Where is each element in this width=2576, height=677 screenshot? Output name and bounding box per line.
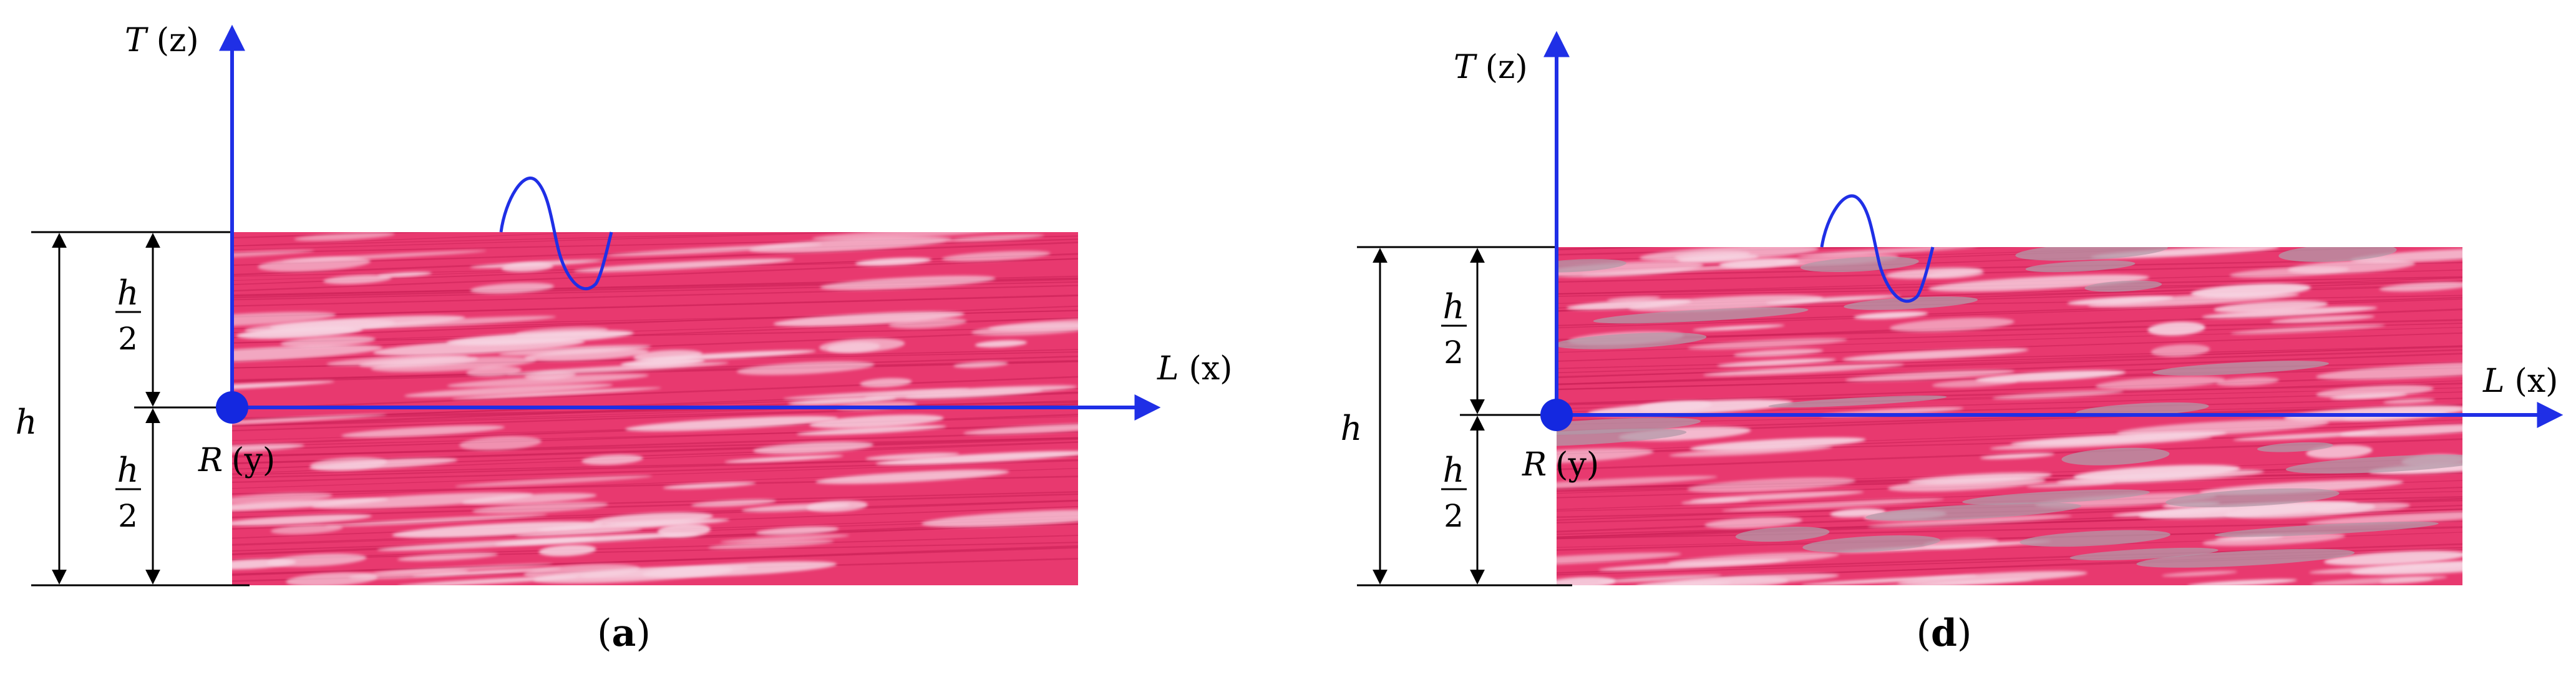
origin-dot-d: [1540, 399, 1573, 431]
half-bottom-denominator-a: 2: [118, 498, 138, 534]
horizontal-axis-name-a: L: [1157, 350, 1179, 387]
dim-total-label-d: h: [1341, 409, 1363, 448]
wave-d: [1820, 194, 1935, 303]
dim-total-label-a: h: [16, 402, 37, 442]
tissue-image-a: [232, 232, 1078, 585]
out-of-plane-name-a: R: [198, 442, 223, 479]
half-top-numerator-d: h: [1443, 287, 1465, 326]
panel-d: h h 2 h 2 T(z) L (x) R(y) (d): [1341, 31, 2564, 655]
half-fraction-top-a: h 2: [115, 273, 141, 357]
origin-dot-a: [216, 391, 248, 424]
vertical-axis-name-d: T: [1454, 49, 1477, 86]
vertical-axis-name-a: T: [125, 22, 148, 59]
vertical-axis-label-d: T(z): [1454, 49, 1528, 86]
caption-d: (d): [1917, 611, 1972, 655]
half-bottom-denominator-d: 2: [1444, 498, 1464, 534]
dimension-lines-a: [31, 231, 250, 587]
vertical-axis-coord-d: (z): [1485, 49, 1528, 86]
half-bottom-numerator-d: h: [1443, 451, 1465, 490]
horizontal-axis-coord-d: (x): [2515, 363, 2559, 400]
vertical-axis-label-a: T(z): [125, 22, 199, 59]
half-fraction-bottom-a: h 2: [115, 451, 141, 534]
out-of-plane-coord-d: (y): [1555, 446, 1599, 484]
out-of-plane-label-a: R(y): [198, 442, 275, 479]
horizontal-axis-coord-a: (x): [1189, 350, 1233, 387]
wave-a: [499, 177, 613, 291]
half-top-denominator-d: 2: [1444, 334, 1464, 371]
tissue-image-d: [1557, 247, 2462, 585]
half-top-denominator-a: 2: [118, 321, 138, 357]
out-of-plane-name-d: R: [1522, 446, 1547, 484]
half-fraction-bottom-d: h 2: [1441, 451, 1467, 534]
panel-a: h h 2 h 2 T(z) L (x) R(y) (a): [16, 22, 1233, 655]
caption-a: (a): [597, 611, 651, 655]
vertical-axis-coord-a: (z): [157, 22, 199, 59]
horizontal-axis-name-d: L: [2482, 363, 2505, 400]
half-fraction-top-d: h 2: [1441, 287, 1467, 371]
horizontal-axis-label-d: L (x): [2482, 363, 2558, 400]
half-bottom-numerator-a: h: [117, 451, 139, 490]
out-of-plane-label-d: R(y): [1522, 446, 1599, 484]
dimension-lines-d: [1357, 246, 1572, 587]
half-top-numerator-a: h: [117, 273, 139, 313]
out-of-plane-coord-a: (y): [231, 442, 275, 479]
horizontal-axis-label-a: L (x): [1157, 350, 1232, 387]
